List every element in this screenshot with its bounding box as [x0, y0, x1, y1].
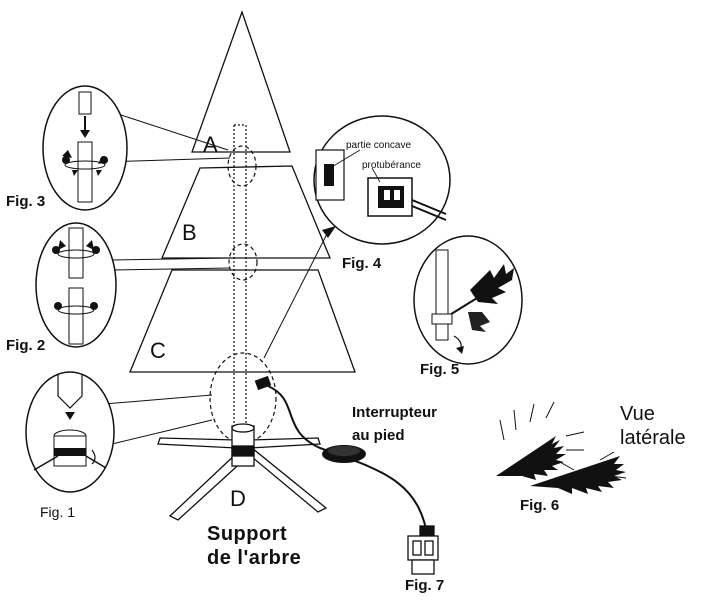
power-cord	[254, 375, 429, 541]
fig6-side-view-line2: latérale	[620, 427, 686, 449]
fig3-detail	[42, 85, 231, 211]
stand-caption-line2: de l'arbre	[207, 547, 301, 569]
fig5-label: Fig. 5	[420, 361, 459, 378]
fig4-protrusion-label: protubérance	[362, 160, 421, 171]
stand-caption-line1: Support	[207, 523, 287, 545]
section-d-label: D	[230, 486, 246, 511]
tree-section-b	[161, 165, 331, 259]
center-pole	[233, 124, 247, 428]
fig5-detail	[413, 235, 523, 365]
foot-switch	[322, 445, 366, 463]
fig4-detail	[263, 115, 451, 359]
section-c-label: C	[150, 338, 166, 363]
stand-joint-ellipse	[209, 352, 277, 444]
fig6-detail	[482, 386, 696, 526]
switch-caption-line1: Interrupteur	[352, 404, 437, 421]
fig3-label: Fig. 3	[6, 193, 45, 210]
fig2-label: Fig. 2	[6, 337, 45, 354]
joint-bc-ellipse	[228, 243, 258, 281]
fig1-detail	[25, 371, 213, 493]
fig4-concave-label: partie concave	[346, 140, 411, 151]
tree-stand	[157, 423, 328, 521]
tree-section-a	[191, 10, 291, 153]
fig6-side-view-line1: Vue	[620, 403, 655, 425]
tree-section-c	[129, 269, 356, 373]
fig1-label: Fig. 1	[40, 504, 75, 520]
joint-ab-ellipse	[227, 145, 257, 187]
fig6-label: Fig. 6	[520, 497, 559, 514]
fig7-plug	[407, 525, 439, 575]
fig4-arrow-head	[322, 226, 336, 238]
section-b-label: B	[182, 220, 197, 245]
fig4-label: Fig. 4	[342, 255, 382, 272]
fig2-detail	[35, 222, 231, 348]
switch-caption-line2: au pied	[352, 427, 405, 444]
fig7-label: Fig. 7	[405, 577, 444, 594]
